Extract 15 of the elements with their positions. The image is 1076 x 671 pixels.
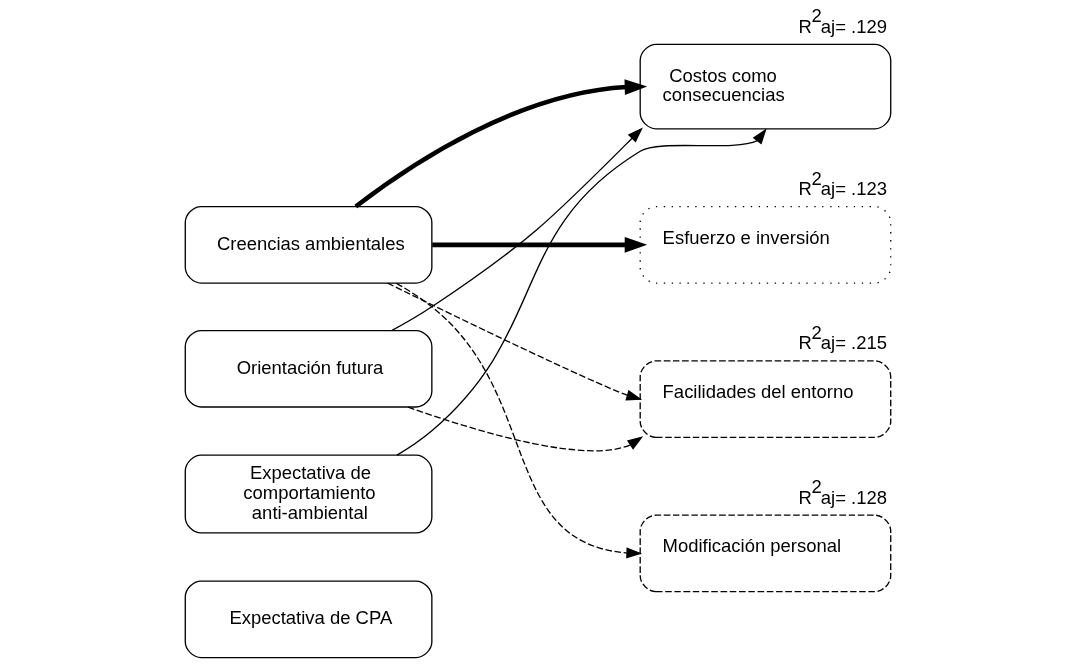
arrow — [386, 282, 643, 401]
node-box: Expectativa de CPA — [184, 580, 433, 659]
node-box: Modificación personal — [639, 514, 892, 593]
node-box: Facilidades del entorno — [639, 360, 892, 439]
arrow — [391, 127, 643, 332]
node-box: Orientación futura — [184, 329, 433, 408]
node-box: Creencias ambientales — [184, 205, 433, 284]
node-box: Expectativa de comportamiento anti-ambiental — [184, 454, 433, 534]
arrow — [396, 128, 767, 456]
node-box: Esfuerzo e inversión — [639, 205, 892, 284]
arrow — [432, 236, 648, 253]
arrow — [407, 406, 644, 452]
node-box: Costos como consecuencias — [639, 43, 892, 130]
arrow — [395, 282, 643, 559]
arrow — [354, 79, 648, 209]
